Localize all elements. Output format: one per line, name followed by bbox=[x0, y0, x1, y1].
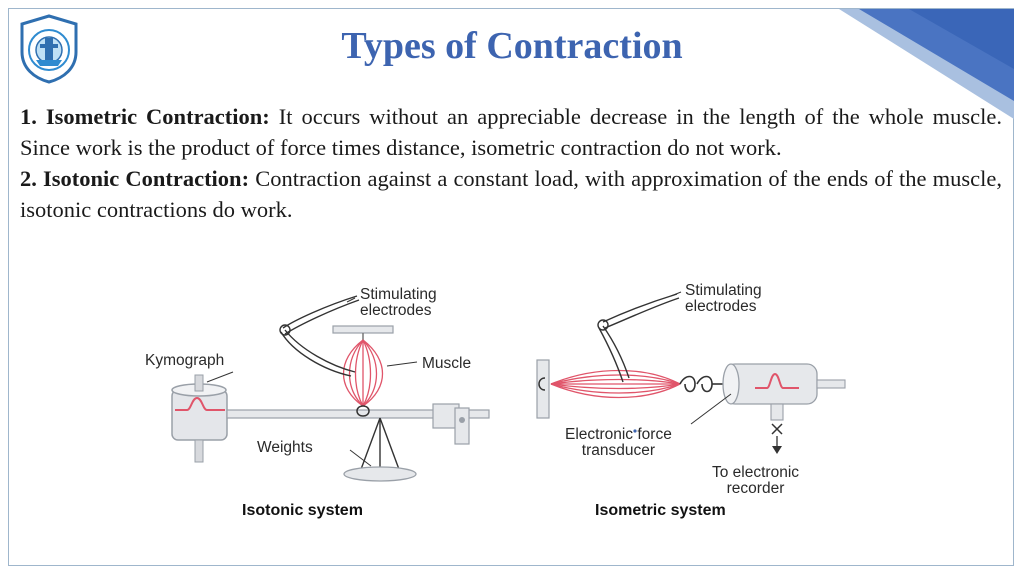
caption-isotonic-system: Isotonic system bbox=[242, 502, 363, 519]
label-force-transducer: Electronic force transducer bbox=[565, 427, 672, 459]
label-line: Stimulating bbox=[360, 286, 437, 303]
label-muscle: Muscle bbox=[422, 355, 472, 372]
force-transducer bbox=[722, 363, 846, 454]
isometric-electrodes bbox=[597, 293, 680, 383]
fixed-post bbox=[536, 359, 550, 419]
label-electronic-recorder: To electronic recorder bbox=[712, 465, 799, 497]
slide-body: 1. Isometric Contraction: It occurs with… bbox=[20, 101, 1002, 225]
isotonic-muscle bbox=[342, 339, 384, 407]
caption-isometric-system: Isometric system bbox=[595, 502, 726, 519]
label-stimulating-electrodes: Stimulating electrodes bbox=[685, 283, 762, 315]
item-text: Contraction against a constant load, wit… bbox=[20, 166, 1003, 222]
apparatus-illustration bbox=[171, 291, 846, 482]
item-text: It occurs without an appreciable decreas… bbox=[20, 104, 1003, 160]
kymograph-drum bbox=[171, 374, 228, 463]
label-line: Electronic force bbox=[565, 426, 672, 443]
slide-title: Types of Contraction bbox=[341, 25, 683, 67]
isometric-muscle bbox=[550, 369, 681, 399]
lever-pivot bbox=[432, 403, 470, 445]
label-stimulating-electrodes: Stimulating electrodes bbox=[360, 287, 437, 319]
weight-pan bbox=[343, 417, 417, 482]
item-isotonic: 2. Isotonic Contraction: Contraction aga… bbox=[20, 163, 1002, 225]
label-weights: Weights bbox=[257, 439, 313, 456]
university-logo bbox=[20, 14, 78, 84]
label-line: transducer bbox=[581, 442, 656, 459]
isotonic-electrodes bbox=[279, 295, 360, 377]
label-line: To electronic bbox=[712, 464, 800, 481]
label-line: electrodes bbox=[360, 302, 432, 319]
label-kymograph: Kymograph bbox=[145, 352, 225, 369]
corner-decoration bbox=[839, 9, 1014, 119]
label-line: Stimulating bbox=[685, 282, 762, 299]
slide-frame bbox=[8, 8, 1014, 566]
label-line: electrodes bbox=[685, 298, 757, 315]
item-heading: 1. Isometric Contraction: bbox=[20, 104, 270, 129]
transducer-hooks bbox=[679, 375, 725, 393]
item-isometric: 1. Isometric Contraction: It occurs with… bbox=[20, 101, 1002, 163]
muscle-clamp bbox=[332, 325, 394, 334]
label-line: recorder bbox=[726, 480, 785, 497]
item-heading: 2. Isotonic Contraction: bbox=[20, 166, 250, 191]
contraction-figure: Stimulating electrodes Muscle Kymograph … bbox=[125, 270, 865, 530]
